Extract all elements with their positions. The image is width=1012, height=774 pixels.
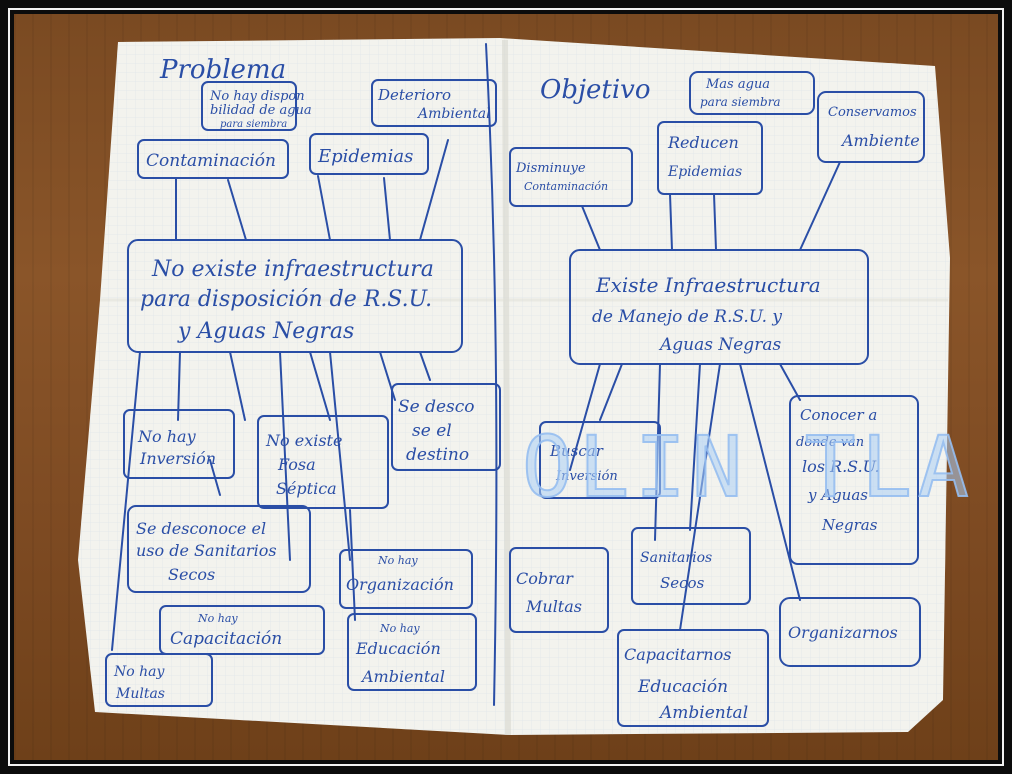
watermark-text: OLIN TLA [521,417,975,517]
svg-text:Disminuye: Disminuye [515,161,586,176]
box-desconoce-destino [391,383,501,471]
svg-text:Educación: Educación [355,639,441,658]
svg-text:No existe: No existe [265,431,342,450]
svg-text:Fosa: Fosa [277,455,316,474]
box-epidemias [309,133,429,175]
svg-text:Deterioro: Deterioro [377,86,451,104]
box-reducen [657,121,763,195]
box-problem-core [127,239,463,353]
svg-text:Ambiente: Ambiente [840,131,920,150]
box-conocer [789,395,919,565]
svg-text:Capacitación: Capacitación [170,629,282,649]
box-deterioro [371,79,497,127]
txt-epidemias: Epidemias [317,146,413,167]
svg-text:No hay: No hay [113,664,165,680]
svg-text:Conservamos: Conservamos [828,105,917,120]
svg-text:No hay: No hay [379,622,420,635]
svg-text:Multas: Multas [115,686,165,702]
svg-text:y Aguas: y Aguas [807,486,868,504]
svg-text:Secos: Secos [660,574,705,592]
txt-obj-core-1: Existe Infraestructura [595,273,821,297]
box-fosa [257,415,389,509]
svg-text:uso de Sanitarios: uso de Sanitarios [136,541,277,560]
svg-text:Cobrar: Cobrar [516,569,574,588]
svg-text:Sanitarios: Sanitarios [640,550,712,566]
txt-core-2: para disposición de R.S.U. [140,287,432,312]
svg-text:Negras: Negras [821,516,878,534]
svg-text:Mas agua: Mas agua [705,77,770,92]
svg-text:Conocer a: Conocer a [800,406,877,424]
svg-text:para siembra: para siembra [700,95,781,109]
svg-text:Inversión: Inversión [139,449,216,468]
svg-text:Reducen: Reducen [667,133,739,152]
txt-contaminacion: Contaminación [146,151,276,171]
txt-obj-core-3: Aguas Negras [658,335,781,355]
svg-text:Organizarnos: Organizarnos [788,623,898,642]
box-cobrar-multas [509,547,609,633]
svg-text:Buscar: Buscar [549,442,604,460]
svg-text:Capacitarnos: Capacitarnos [624,645,731,664]
svg-text:bilidad de agua: bilidad de agua [210,103,312,118]
box-organizacion [339,549,473,609]
box-educacion [347,613,477,691]
box-no-inversion [123,409,235,479]
svg-text:Educación: Educación [637,677,728,697]
txt-obj-core-2: de Manejo de R.S.U. y [592,307,782,327]
box-disminuye [509,147,633,207]
txt-core-3: y Aguas Negras [177,319,354,344]
box-conservamos [817,91,925,163]
svg-text:Inversión: Inversión [555,469,618,484]
left-title: Problema [159,55,286,85]
txt-core-1: No existe infraestructura [151,257,434,282]
box-capacitacion [159,605,325,655]
svg-text:Ambiental: Ambiental [416,106,491,122]
svg-text:Séptica: Séptica [276,479,337,498]
box-no-agua [201,81,297,131]
center-divider-line [485,43,498,706]
svg-text:Organización: Organización [346,575,454,594]
box-buscar-inversion [539,421,661,499]
svg-text:Se desconoce el: Se desconoce el [136,519,266,538]
svg-text:Se desco: Se desco [398,397,475,417]
svg-text:No hay dispon: No hay dispon [209,89,305,104]
box-multas [105,653,213,707]
svg-text:No hay: No hay [137,427,197,446]
svg-text:No hay: No hay [377,554,418,567]
svg-text:Secos: Secos [168,565,215,584]
svg-text:Epidemias: Epidemias [667,164,742,180]
svg-text:No hay: No hay [197,612,238,625]
svg-text:destino: destino [406,445,469,465]
box-mas-agua [689,71,815,115]
svg-text:se el: se el [412,421,452,441]
svg-text:Ambiental: Ambiental [658,703,748,723]
svg-text:Multas: Multas [525,597,582,616]
svg-text:Contaminación: Contaminación [524,180,608,193]
right-title: Objetivo [540,75,651,105]
svg-text:donde van: donde van [796,435,864,450]
box-sanitarios-secos-obj [631,527,751,605]
svg-text:los R.S.U.: los R.S.U. [802,457,880,476]
box-capacitarnos [617,629,769,727]
box-organizarnos [779,597,921,667]
svg-text:para siembra: para siembra [220,119,287,130]
svg-text:Ambiental: Ambiental [360,667,445,686]
box-sanitarios-secos [127,505,311,593]
box-contaminacion [137,139,289,179]
